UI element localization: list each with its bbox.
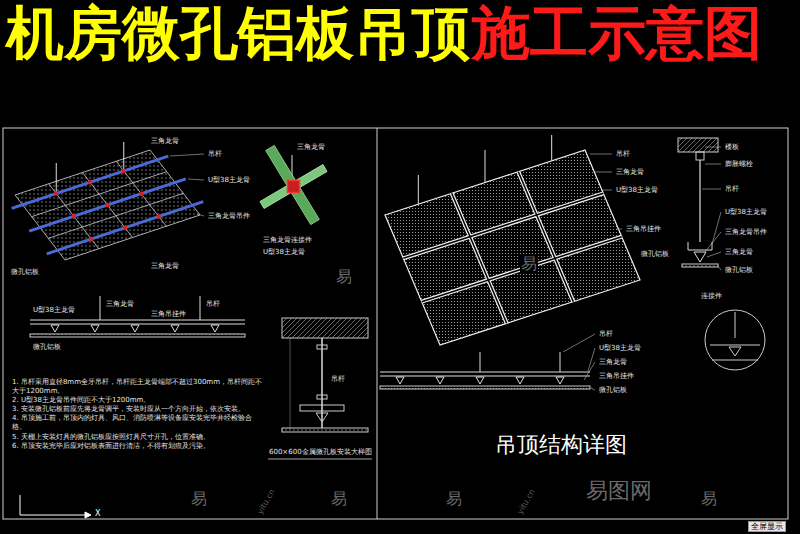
part-label: 微孔铝板: [10, 268, 40, 276]
part-label: U型38主龙骨: [615, 186, 659, 194]
part-label: 吊杆: [615, 150, 631, 158]
section-title: 吊顶结构详图: [494, 432, 628, 457]
part-label: U型38主龙骨: [32, 306, 76, 314]
part-label: 三角吊挂件: [625, 225, 662, 233]
part-label: 微孔铝板: [724, 266, 754, 274]
right-hanger-detail: [678, 138, 721, 270]
note-text: 1. 吊杆采用直径8mm全牙吊杆，吊杆距主龙骨端部不超过300mm，吊杆间距不大…: [12, 378, 262, 396]
watermark: yitu.cn: [255, 487, 278, 517]
part-label: 吊杆: [207, 150, 223, 158]
title-red: 施工示意图: [472, 4, 762, 62]
notes-block: 1. 吊杆采用直径8mm全牙吊杆，吊杆距主龙骨端部不超过300mm，吊杆间距不大…: [12, 378, 262, 451]
detail-caption: 600×600金属微孔板安装大样图: [268, 448, 373, 456]
part-label: 吊杆: [205, 300, 221, 308]
part-label: 吊杆: [330, 375, 346, 383]
cross-joint-detail: [260, 145, 327, 224]
part-label: 吊杆: [724, 185, 740, 193]
hanger-detail: [268, 318, 372, 459]
part-label: 三角吊挂件: [150, 310, 187, 318]
left-isometric: [12, 142, 204, 260]
note-text: 6. 吊顶安装完毕后应对铝板表面进行清洁，不得有划痕及污染。: [12, 442, 262, 451]
part-label: 连接件: [700, 292, 723, 300]
joint-circle-detail: [705, 310, 765, 370]
part-label: 微孔铝板: [32, 343, 62, 351]
left-section: [30, 296, 245, 337]
part-label: 吊杆: [598, 330, 614, 338]
watermark: 易: [190, 490, 208, 508]
frame: [3, 128, 788, 519]
part-label: 微孔铝板: [598, 386, 628, 394]
part-label: 三角龙骨: [724, 248, 754, 256]
part-label: 三角龙骨吊件: [724, 228, 768, 236]
part-label: U型38主龙骨: [262, 248, 306, 256]
divider: [377, 128, 378, 519]
watermark: 易: [700, 490, 718, 508]
watermark: 易: [335, 268, 353, 286]
part-label: 微孔铝板: [640, 250, 670, 258]
part-label: U型38主龙骨: [207, 176, 251, 184]
watermark: yitu.cn: [515, 487, 538, 517]
right-section: [380, 334, 595, 390]
watermark: 易: [445, 490, 463, 508]
part-label: 三角龙骨吊件: [207, 212, 251, 220]
part-label: 三角龙骨: [296, 143, 326, 151]
note-text: 3. 安装微孔铝板前应先将龙骨调平，安装时应从一个方向开始，依次安装。: [12, 405, 262, 414]
part-label: 楼板: [724, 143, 740, 151]
part-label: 三角龙骨: [598, 358, 628, 366]
part-label: 三角龙骨连接件: [262, 236, 313, 244]
part-label: U型38主龙骨: [598, 344, 642, 352]
axis-label: X: [94, 509, 101, 518]
ucs-icon: [20, 495, 91, 518]
watermark: 易图网: [585, 478, 653, 503]
part-label: 三角龙骨: [105, 300, 135, 308]
fullscreen-button: 全屏显示: [748, 521, 786, 532]
watermark: 易: [330, 490, 348, 508]
note-text: 2. U型38主龙骨吊件间距不大于1200mm。: [12, 396, 262, 405]
part-label: 三角龙骨: [150, 137, 180, 145]
part-label: 三角龙骨: [615, 168, 645, 176]
part-label: U型38主龙骨: [724, 208, 768, 216]
watermark: 易: [520, 255, 538, 273]
part-label: 三角吊挂件: [598, 372, 635, 380]
title: 机房微孔铝板吊顶: [6, 4, 470, 62]
note-text: 5. 天棚上安装灯具的微孔铝板应按照灯具尺寸开孔，位置准确。: [12, 433, 262, 442]
part-label: 三角龙骨: [150, 262, 180, 270]
note-text: 4. 吊顶施工前，吊顶内的灯具、风口、消防喷淋等设备应安装完毕并经检验合格。: [12, 414, 262, 432]
part-label: 膨胀螺栓: [724, 160, 754, 168]
right-isometric: [385, 135, 640, 345]
